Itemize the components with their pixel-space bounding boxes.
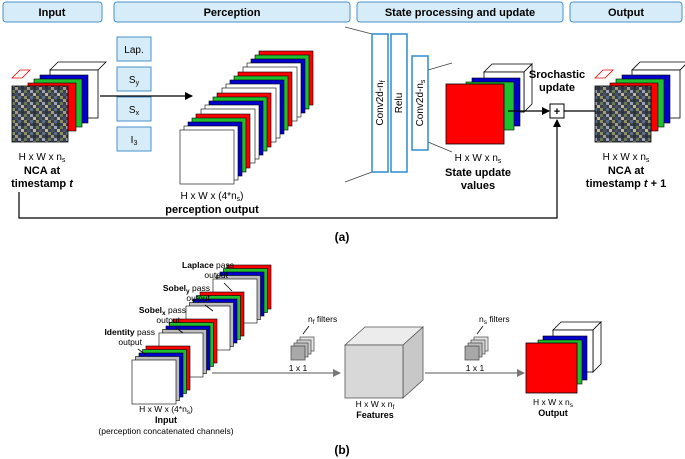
conv2-box	[411, 55, 429, 151]
state-caption-line2: values	[461, 180, 495, 192]
filter-sobel-y-box	[116, 66, 152, 92]
input-b-caption: Input	[155, 415, 177, 425]
input-caption-line2: timestamp t	[11, 178, 74, 190]
input-dims: H x W x ns	[19, 152, 66, 164]
kernel2-label: ns filters	[479, 314, 510, 326]
conv1-box	[371, 33, 389, 173]
filter-laplace-box	[116, 36, 152, 62]
filter-identity: I3	[131, 135, 138, 147]
output-b-caption: Output	[538, 408, 568, 418]
output-b-stack	[525, 321, 602, 394]
features-block	[343, 326, 425, 399]
plus-operator: +	[554, 106, 560, 118]
header-state: State processing and update	[385, 7, 535, 19]
kernel1-size: 1 x 1	[289, 363, 308, 373]
panel-b-label: (b)	[334, 443, 349, 457]
pass-labels: Laplace pass output Sobely pass output S…	[104, 260, 234, 356]
kernel1-label: nf filters	[308, 314, 337, 326]
features-dims: H x W x nf	[356, 399, 395, 411]
input-state-stack	[11, 61, 107, 143]
header-perception: Perception	[204, 7, 261, 19]
header-state-box	[356, 1, 564, 23]
section-headers: Input Perception State processing and up…	[2, 1, 683, 23]
header-input: Input	[39, 7, 66, 19]
panel-a-label: (a)	[335, 230, 350, 244]
input-b-dims: H x W x (4*ns)	[139, 404, 193, 416]
filter-sobel-x-box	[116, 96, 152, 122]
relu-box	[390, 33, 408, 173]
skip-connection-arrow	[18, 119, 561, 219]
input-b-subcaption: (perception concatenated channels)	[98, 426, 233, 436]
header-perception-box	[113, 1, 351, 23]
conv1-label: Conv2d-nf	[375, 80, 387, 125]
input-caption-line1: NCA at	[24, 165, 61, 177]
perception-channels-stack	[131, 264, 272, 405]
laplace-pass-label-line2: output	[204, 270, 228, 280]
panel-a: Input Perception State processing and up…	[2, 1, 685, 244]
sobel-y-pass-label-line2: output	[186, 293, 210, 303]
header-input-box	[2, 1, 103, 23]
filter-sobel-y: Sy	[129, 75, 140, 87]
identity-pass-label-line2: output	[118, 337, 142, 347]
sobel-x-pass-label: Sobelx pass	[139, 305, 186, 317]
filter-identity-box	[116, 126, 152, 152]
sobel-y-pass-label: Sobely pass	[163, 283, 210, 295]
panel-b: Laplace pass output Sobely pass output S…	[98, 260, 602, 457]
filter-laplace: Lap.	[124, 45, 143, 56]
perception-dims: H x W x (4*ns)	[181, 191, 244, 203]
stochastic-label-line2: update	[539, 82, 575, 94]
sobel-x-pass-label-line2: output	[156, 315, 180, 325]
output-caption-line2: timestamp t + 1	[586, 178, 666, 190]
kernel-ns-filters	[464, 336, 489, 361]
state-processing-block: Conv2d-nf Relu Conv2d-ns	[371, 33, 429, 173]
nca-input-image	[11, 85, 69, 143]
output-dims: H x W x ns	[603, 152, 650, 164]
header-output: Output	[608, 7, 644, 19]
stochastic-label-line1: Srochastic	[529, 69, 585, 81]
tensor-layer	[179, 129, 235, 185]
state-caption-line1: State update	[445, 167, 511, 179]
kernel-nf-filters	[290, 336, 315, 361]
output-b-dims: H x W x ns	[533, 397, 574, 409]
identity-pass-label: Identity pass	[104, 327, 155, 337]
state-dims: H x W x ns	[455, 153, 502, 165]
laplace-pass-label: Laplace pass	[182, 260, 234, 270]
conv2-label: Conv2d-ns	[415, 79, 427, 126]
perception-filters: Lap. Sy Sx I3	[116, 36, 152, 152]
filter-sobel-x: Sx	[129, 105, 140, 117]
output-caption-line1: NCA at	[608, 165, 645, 177]
state-update-stack	[445, 63, 533, 145]
nca-output-image	[594, 85, 652, 143]
perception-caption: perception output	[165, 204, 259, 216]
state-update-red-layer	[445, 83, 505, 145]
tensor-layer	[131, 359, 177, 405]
output-b-red-layer	[525, 342, 578, 394]
kernel2-size: 1 x 1	[466, 363, 485, 373]
output-state-stack	[594, 61, 685, 143]
perception-output-stack	[179, 50, 314, 185]
header-output-box	[569, 1, 683, 23]
relu-label: Relu	[394, 93, 405, 114]
features-caption: Features	[356, 410, 394, 420]
